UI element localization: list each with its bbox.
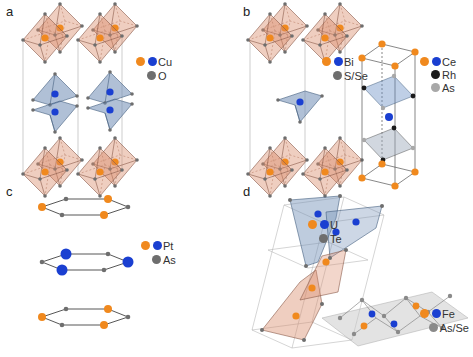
- legend-item: Pt: [141, 239, 173, 252]
- atom-swatch: [141, 241, 150, 250]
- atom-swatch: [431, 70, 440, 79]
- element-label: Pt: [163, 240, 173, 252]
- element-label: As: [442, 82, 455, 94]
- atom-swatch: [333, 71, 342, 80]
- element-label: S/Se: [344, 70, 368, 82]
- element-label: Ce: [442, 56, 456, 68]
- panel-letter: c: [6, 184, 13, 199]
- element-label: O: [158, 70, 167, 82]
- atom-swatch: [420, 57, 429, 66]
- element-label: U: [330, 219, 338, 231]
- atom-swatch: [152, 255, 161, 264]
- panel-letter: b: [243, 4, 250, 19]
- atom-swatch: [431, 83, 440, 92]
- element-label: Rh: [442, 69, 456, 81]
- element-label: As/Se: [440, 322, 469, 334]
- panel-letter: d: [243, 184, 250, 199]
- element-label: Bi: [344, 56, 354, 68]
- legend-item: Te: [319, 232, 342, 245]
- legend-item: S/Se: [333, 69, 368, 82]
- legend-item: As: [152, 253, 176, 266]
- element-label: Cu: [158, 56, 172, 68]
- legend-item: Rh: [431, 68, 456, 81]
- legend-item: O: [147, 69, 167, 82]
- element-label: Fe: [442, 308, 455, 320]
- legend-item: As: [431, 81, 455, 94]
- panel-letter: a: [6, 4, 13, 19]
- atom-swatch: [429, 323, 438, 332]
- atom-swatch: [136, 57, 145, 66]
- legend-item: Bi: [322, 55, 354, 68]
- atom-swatch: [420, 309, 429, 318]
- atom-swatch: [147, 71, 156, 80]
- legend-item: Cu: [136, 55, 172, 68]
- element-label: As: [163, 254, 176, 266]
- legend-item: Fe: [420, 307, 455, 320]
- legend-item: U: [308, 218, 338, 231]
- legend-item: As/Se: [429, 321, 469, 334]
- atom-swatch: [322, 57, 331, 66]
- legend-item: Ce: [420, 55, 456, 68]
- atom-swatch: [308, 220, 317, 229]
- atom-swatch: [319, 234, 328, 243]
- element-label: Te: [330, 233, 342, 245]
